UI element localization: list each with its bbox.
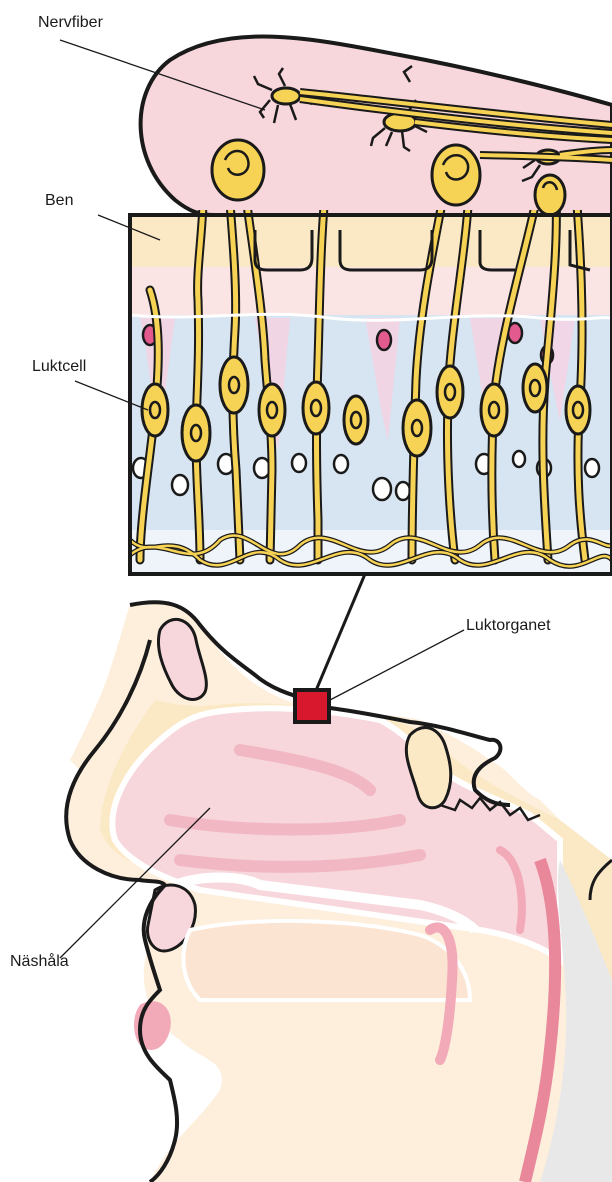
label-olfactory-organ: Luktorganet (466, 617, 551, 634)
label-nerve-fiber: Nervfiber (38, 14, 104, 31)
zoom-connector-line (312, 574, 365, 700)
olfactory-organ-marker (295, 690, 329, 722)
label-bone: Ben (45, 192, 73, 209)
leader-olfactory-organ (330, 630, 464, 700)
head-cross-section (66, 602, 612, 1182)
label-nasal-cavity: Näshåla (10, 952, 69, 970)
olfactory-mucosa-magnified (130, 37, 612, 574)
bulb-neuron (272, 88, 300, 104)
label-olfactory-cell: Luktcell (32, 358, 86, 375)
